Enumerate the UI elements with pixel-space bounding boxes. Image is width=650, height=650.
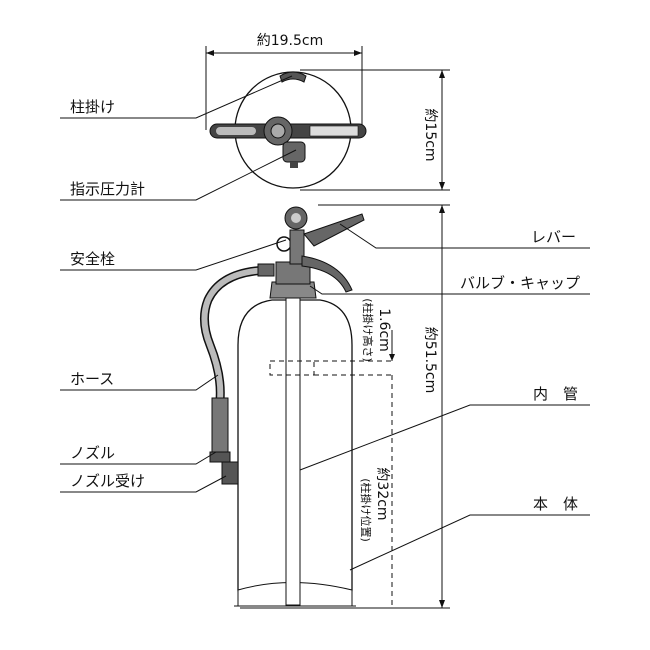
label-valve-cap: バルブ・キャップ: [460, 274, 580, 292]
label-hashira-kake: 柱掛け: [70, 98, 115, 116]
total-height-dimension: 約51.5cm: [422, 327, 438, 394]
label-lever: レバー: [531, 228, 576, 246]
label-hose: ホース: [70, 370, 114, 388]
valve-cap: [269, 281, 317, 299]
hook-height-caption: (柱掛け高さ): [361, 298, 375, 362]
top-depth-dimension: 約15cm: [422, 108, 438, 161]
inner-tube: [285, 284, 301, 606]
label-nozzle: ノズル: [70, 444, 115, 462]
label-body: 本 体: [533, 495, 578, 513]
label-safety-pin: 安全栓: [70, 250, 115, 268]
label-pressure-gauge: 指示圧力計: [70, 180, 145, 198]
hook-height-value: 1.6cm: [376, 308, 392, 352]
lever: [303, 213, 365, 247]
nozzle-holder: [221, 461, 239, 485]
safety-pin: [276, 236, 292, 252]
hook-position-value: 約32cm: [374, 467, 390, 520]
label-inner-tube: 内 管: [533, 385, 578, 403]
nozzle: [211, 397, 229, 455]
part-labels: 柱掛け 指示圧力計 安全栓 ホース ノズル ノズル受け レバー バルブ・キャップ…: [70, 98, 580, 513]
hook-position-caption: (柱掛け位置): [359, 478, 373, 542]
top-width-dimension: 約19.5cm: [257, 33, 324, 49]
side-view: 約51.5cm (柱掛け高さ) 1.6cm (柱掛け位置) 約32cm: [200, 204, 450, 609]
leader-lines: [60, 75, 590, 571]
top-view: 約19.5cm 約15cm: [205, 33, 450, 191]
label-nozzle-holder: ノズル受け: [70, 472, 145, 490]
